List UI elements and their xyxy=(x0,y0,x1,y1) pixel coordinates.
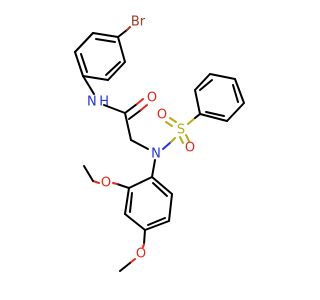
bond-o-para-ring xyxy=(142,243,145,248)
bond-s-o-left-1 xyxy=(165,121,173,127)
bond-s-to-phenyl-c xyxy=(194,113,201,119)
bond-carbonyl-o-1 xyxy=(136,98,144,105)
bromophenyl-ring xyxy=(74,32,126,81)
bond-br xyxy=(126,26,131,31)
bond-s-o-left-2 xyxy=(169,117,177,123)
phenyl-ring xyxy=(194,73,245,122)
molecule-structure: Br N H O N S O O O O xyxy=(74,15,245,272)
dimethoxyphenyl-ring xyxy=(124,176,173,231)
atom-bromine: Br xyxy=(131,15,146,30)
bond-s-o-bottom-1 xyxy=(179,136,184,144)
bond-ring-to-nh xyxy=(82,75,95,95)
bond-s-to-phenyl xyxy=(187,117,196,125)
bond-n-to-ring xyxy=(151,159,156,178)
atom-sulfur: S xyxy=(177,123,185,138)
bond-s-o-bottom-2 xyxy=(185,134,190,142)
bond-n-to-s xyxy=(162,141,172,150)
bond-nh-to-carbonyl xyxy=(103,104,126,114)
bond-ring-to-br xyxy=(117,29,128,38)
bond-carbonyl-to-ch2 xyxy=(124,112,132,141)
bond-ch2-to-n xyxy=(130,139,149,150)
bond-ring-to-o-para xyxy=(143,229,146,245)
bond-o-para-me xyxy=(129,258,136,264)
atom-methoxy-o-para: O xyxy=(136,247,146,262)
atom-sulfonyl-o-bottom: O xyxy=(185,141,195,156)
bond-o-ortho-ring xyxy=(112,182,118,185)
bond-carbonyl-o-2 xyxy=(140,104,148,111)
bond-para-methyl xyxy=(119,262,131,272)
bond-carbonyl-c xyxy=(124,103,138,114)
atom-sulfonyl-o-left: O xyxy=(157,108,167,123)
bond-ortho-methyl xyxy=(83,165,94,182)
atom-sulfonamide-n: N xyxy=(151,147,161,162)
bond-s-upper xyxy=(170,137,176,143)
atom-amide-nh: N H xyxy=(87,95,109,110)
atom-carbonyl-o: O xyxy=(147,91,157,106)
atom-methoxy-o-ortho: O xyxy=(101,176,111,191)
bond-ring-to-o-ortho xyxy=(116,183,130,189)
bond-carbonyl-c-2 xyxy=(128,109,142,120)
bond-o-ortho-me xyxy=(92,180,100,184)
